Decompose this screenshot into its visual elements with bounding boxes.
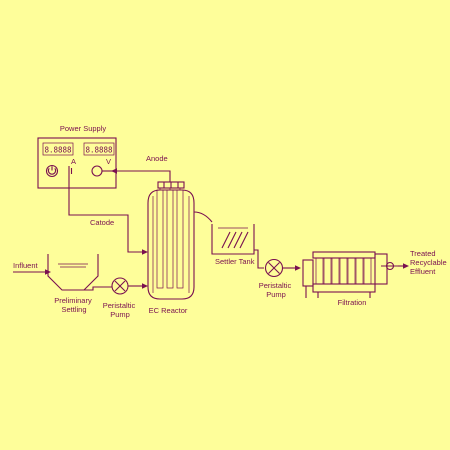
preliminary-settling-tank — [47, 254, 99, 291]
ec-reactor — [147, 181, 195, 300]
ammeter-icon — [91, 165, 103, 177]
unit-a-label: A — [71, 157, 76, 166]
ec-reactor-label: EC Reactor — [149, 306, 188, 315]
peristaltic-pump-1-label: Peristaltic Pump — [103, 301, 138, 319]
pump-icon — [264, 258, 284, 278]
catode-label: Catode — [90, 218, 114, 227]
peristaltic-pump-2-label: Peristaltic Pump — [259, 281, 294, 299]
influent-label: Influent — [13, 261, 39, 270]
pump-icon — [111, 277, 129, 295]
display-left-value: 8.8888 — [44, 146, 72, 155]
unit-v-label: V — [106, 157, 111, 166]
display-right-value: 8.8888 — [85, 146, 113, 155]
power-button-icon — [45, 164, 59, 178]
power-supply-unit: 8.8888 8.8888 A V — [37, 137, 117, 189]
anode-label: Anode — [146, 154, 168, 163]
filtration-label: Filtration — [338, 298, 367, 307]
preliminary-settling-label: Preliminary Settling — [54, 296, 94, 314]
settler-tank-label: Settler Tank — [215, 257, 255, 266]
filter-press-icon — [302, 251, 398, 298]
treated-effluent-label: Treated Recyclable Effluent — [410, 249, 449, 276]
settler-tank — [211, 224, 255, 255]
power-supply-title: Power Supply — [60, 124, 107, 133]
